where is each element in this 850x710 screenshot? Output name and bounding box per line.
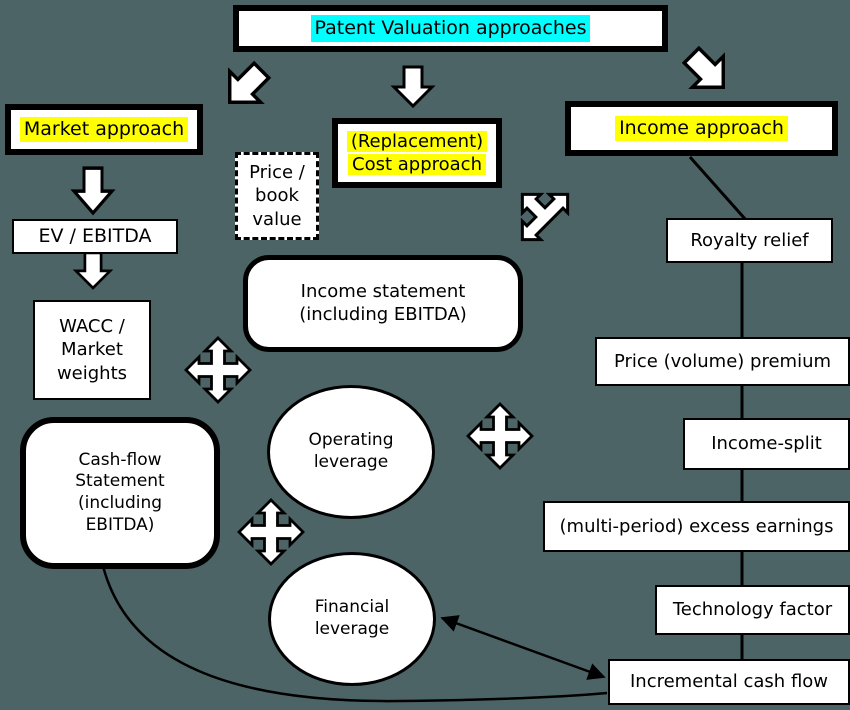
price-book-value-box: Price / book value [235, 152, 319, 240]
cashflow-to-incremental-curve [101, 565, 608, 703]
arrow-ev-to-wacc-icon [74, 251, 112, 290]
market-approach-box: Market approach [5, 104, 203, 155]
financial-leverage-ellipse: Financial leverage [268, 552, 436, 686]
royalty-relief-label: Royalty relief [690, 229, 809, 251]
income-statement-label: Income statement (including EBITDA) [299, 281, 467, 326]
cost-approach-box: (Replacement) Cost approach [332, 118, 502, 188]
arrow-market-to-ev-icon [72, 166, 114, 215]
technology-factor-label: Technology factor [672, 599, 833, 621]
ev-ebitda-box: EV / EBITDA [12, 219, 178, 254]
excess-earnings-label: (multi-period) excess earnings [559, 515, 834, 537]
four-way-arrow-right-icon [466, 402, 534, 470]
three-way-arrow-icon [498, 170, 579, 251]
cost-approach-label: (Replacement) Cost approach [346, 130, 488, 176]
cashflow-statement-label: Cash-flow Statement (including EBITDA) [75, 449, 165, 535]
wacc-label: WACC / Market weights [56, 316, 128, 384]
arrow-to-cost-icon [392, 65, 434, 108]
income-split-box: Income-split [683, 418, 850, 470]
excess-earnings-box: (multi-period) excess earnings [543, 501, 850, 552]
price-volume-premium-label: Price (volume) premium [613, 350, 832, 372]
wacc-box: WACC / Market weights [33, 300, 151, 400]
diagram-title: Patent Valuation approaches [310, 15, 591, 42]
ev-ebitda-label: EV / EBITDA [38, 225, 152, 248]
financial-leverage-incremental-arrow [440, 615, 606, 680]
royalty-relief-box: Royalty relief [666, 218, 833, 263]
incremental-cash-flow-box: Incremental cash flow [608, 659, 850, 705]
incremental-cash-flow-label: Incremental cash flow [629, 671, 829, 693]
financial-leverage-label: Financial leverage [314, 597, 390, 639]
income-statement-box: Income statement (including EBITDA) [243, 255, 523, 352]
four-way-arrow-cashflow-icon [237, 498, 305, 566]
cashflow-statement-box: Cash-flow Statement (including EBITDA) [20, 417, 220, 569]
income-approach-box: Income approach [565, 101, 838, 156]
operating-leverage-ellipse: Operating leverage [267, 385, 435, 519]
income-split-label: Income-split [711, 433, 822, 455]
operating-leverage-label: Operating leverage [308, 430, 394, 472]
price-book-value-label: Price / book value [249, 162, 305, 230]
income-to-royalty-line [688, 156, 748, 221]
technology-factor-box: Technology factor [655, 585, 850, 635]
four-way-arrow-wacc-icon [184, 336, 252, 404]
arrow-to-market-icon [212, 53, 279, 120]
market-approach-label: Market approach [19, 117, 189, 142]
income-approach-label: Income approach [615, 116, 788, 141]
price-volume-premium-box: Price (volume) premium [595, 337, 850, 386]
title-box: Patent Valuation approaches [233, 5, 668, 52]
arrow-to-income-icon [674, 38, 741, 105]
